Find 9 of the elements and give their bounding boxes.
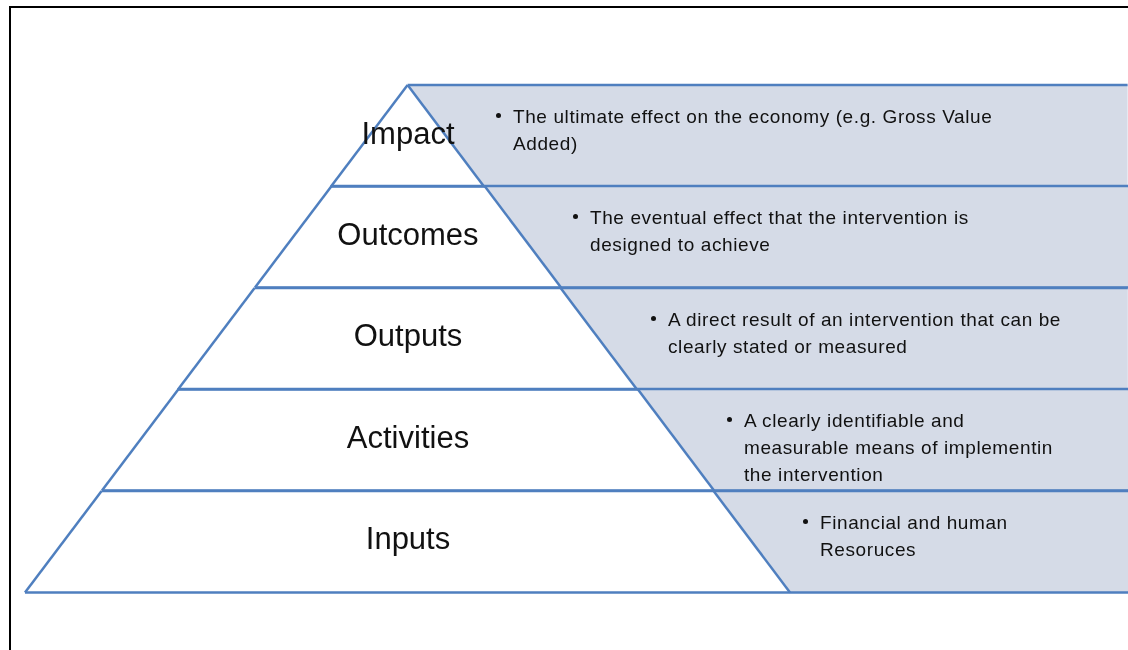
bullet-text: The eventual effect that the intervention is designed to achieve xyxy=(570,204,1040,259)
level-title: Outcomes xyxy=(337,217,479,254)
bullet-text: Financial and human Resoruces xyxy=(800,508,1030,563)
level-title: Activities xyxy=(346,419,470,456)
bullet-text: A direct result of an intervention that can be clearly stated or measured xyxy=(648,305,1098,360)
level-title: Outputs xyxy=(353,318,463,355)
bullet-text: A clearly identifiable and measurable means of implementin the intervention xyxy=(724,407,1064,489)
bullet-text: The ultimate effect on the economy (e.g. Gross Value Added) xyxy=(493,103,1043,157)
level-title: Inputs xyxy=(365,521,451,558)
